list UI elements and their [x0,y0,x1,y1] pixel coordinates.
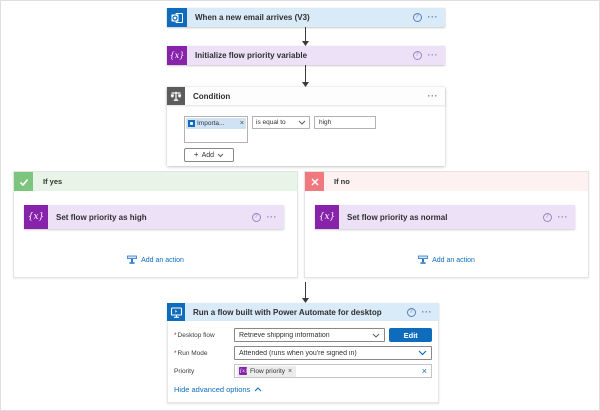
condition-value: high [319,119,332,126]
plus-icon: + [193,150,199,159]
condition-scales-icon [167,87,185,105]
add-action-label: Add an action [141,256,184,264]
priority-field-row: Priority {x} Flow priority × × [174,364,432,378]
variable-card-title: Initialize flow priority variable [195,51,308,60]
advanced-link-label: Hide advanced options [174,385,251,394]
action-card-title: Set flow priority as normal [347,212,448,222]
action-card-set-flow-priority-high[interactable]: {x} Set flow priority as high ? ··· [24,205,284,229]
connector-arrow [301,65,310,92]
desktop-flow-value: Retrieve shipping information [239,331,330,339]
priority-input[interactable]: {x} Flow priority × × [234,364,432,378]
check-icon [14,172,33,191]
run-mode-label: *Run Mode [174,349,208,357]
remove-token-icon[interactable]: × [288,367,293,375]
flow-priority-token-chip[interactable]: {x} Flow priority × [237,365,297,377]
help-icon[interactable]: ? [542,212,552,222]
condition-card: Condition ··· Importa... × is equal to [167,87,445,166]
add-button-label: Add [201,151,215,159]
run-mode-field-row: *Run Mode Attended (runs when you're sig… [174,346,432,360]
condition-card-header[interactable]: Condition ··· [167,87,445,105]
operator-value: is equal to [256,119,286,126]
variable-fx-icon: {x} [239,367,249,375]
required-mark: * [174,349,177,357]
desktop-flow-card-header[interactable]: Run a flow built with Power Automate for… [167,303,439,321]
outlook-mini-icon [188,120,195,127]
ellipsis-menu-icon[interactable]: ··· [427,12,438,22]
desktop-flow-select[interactable]: Retrieve shipping information [234,328,386,342]
chip-label: Importa... [197,120,225,127]
desktop-flow-field-row: *Desktop flow Retrieve shipping informat… [174,328,432,342]
help-icon[interactable]: ? [406,307,416,317]
condition-value-input[interactable]: high [314,116,376,129]
run-mode-value: Attended (runs when you're signed in) [239,349,357,357]
variable-fx-icon: {x} [24,205,48,229]
remove-chip-icon[interactable]: × [239,120,244,127]
add-action-label: Add an action [432,256,475,264]
connector-arrow [301,282,310,308]
x-icon [305,172,324,191]
if-yes-label: If yes [43,177,63,186]
condition-card-body: Importa... × is equal to high + Add [167,105,445,162]
variable-fx-icon: {x} [315,205,339,229]
ellipsis-menu-icon[interactable]: ··· [266,211,277,222]
required-mark: * [174,331,177,339]
help-icon[interactable]: ? [412,51,422,60]
branch-if-yes: If yes {x} Set flow priority as high ? ·… [13,171,298,278]
chevron-down-icon [418,350,427,356]
trigger-card-when-a-new-email-arrives[interactable]: When a new email arrives (V3) ? ··· [167,8,445,27]
help-icon[interactable]: ? [412,13,422,22]
if-no-header: If no [305,172,588,191]
if-no-label: If no [334,177,350,186]
edit-button[interactable]: Edit [389,328,432,342]
action-card-title: Set flow priority as high [56,212,147,222]
help-icon[interactable]: ? [251,212,261,222]
chevron-down-icon [217,153,224,157]
desktop-monitor-icon [167,303,185,321]
condition-add-button[interactable]: + Add [184,148,234,162]
clear-field-icon[interactable]: × [421,365,427,376]
if-no-body: {x} Set flow priority as normal ? ··· Ad… [305,191,588,277]
add-an-action-link[interactable]: Add an action [305,255,588,265]
ellipsis-menu-icon[interactable]: ··· [421,306,432,317]
add-action-icon [127,255,137,264]
ellipsis-menu-icon[interactable]: ··· [557,211,568,222]
trigger-card-title: When a new email arrives (V3) [195,13,310,22]
branch-if-no: If no {x} Set flow priority as normal ? … [304,171,589,278]
if-yes-body: {x} Set flow priority as high ? ··· Add … [14,191,297,277]
ellipsis-menu-icon[interactable]: ··· [427,90,438,101]
condition-operator-select[interactable]: is equal to [252,116,310,129]
if-yes-header: If yes [14,172,297,191]
run-mode-select[interactable]: Attended (runs when you're signed in) [234,346,432,360]
desktop-flow-card-title: Run a flow built with Power Automate for… [193,307,382,317]
desktop-flow-label: *Desktop flow [174,331,215,339]
outlook-icon [167,8,187,27]
chevron-down-icon [373,333,380,338]
connector-arrow [301,27,310,51]
desktop-flow-card-body: *Desktop flow Retrieve shipping informat… [167,321,439,403]
action-card-set-flow-priority-normal[interactable]: {x} Set flow priority as normal ? ··· [315,205,575,229]
chevron-down-icon [298,120,306,125]
add-an-action-link[interactable]: Add an action [14,255,297,265]
action-card-run-desktop-flow: Run a flow built with Power Automate for… [167,303,439,403]
token-label: Flow priority [250,367,286,375]
priority-label: Priority [174,367,195,375]
variable-fx-icon: {x} [167,46,187,65]
dynamic-content-chip-importance[interactable]: Importa... × [186,118,246,129]
chevron-up-icon [254,387,262,392]
hide-advanced-options-link[interactable]: Hide advanced options [174,385,432,394]
add-action-icon [418,255,428,264]
action-card-initialize-variable[interactable]: {x} Initialize flow priority variable ? … [167,46,445,65]
condition-operand-input[interactable]: Importa... × [184,116,248,143]
ellipsis-menu-icon[interactable]: ··· [427,50,438,60]
condition-card-title: Condition [193,91,231,101]
